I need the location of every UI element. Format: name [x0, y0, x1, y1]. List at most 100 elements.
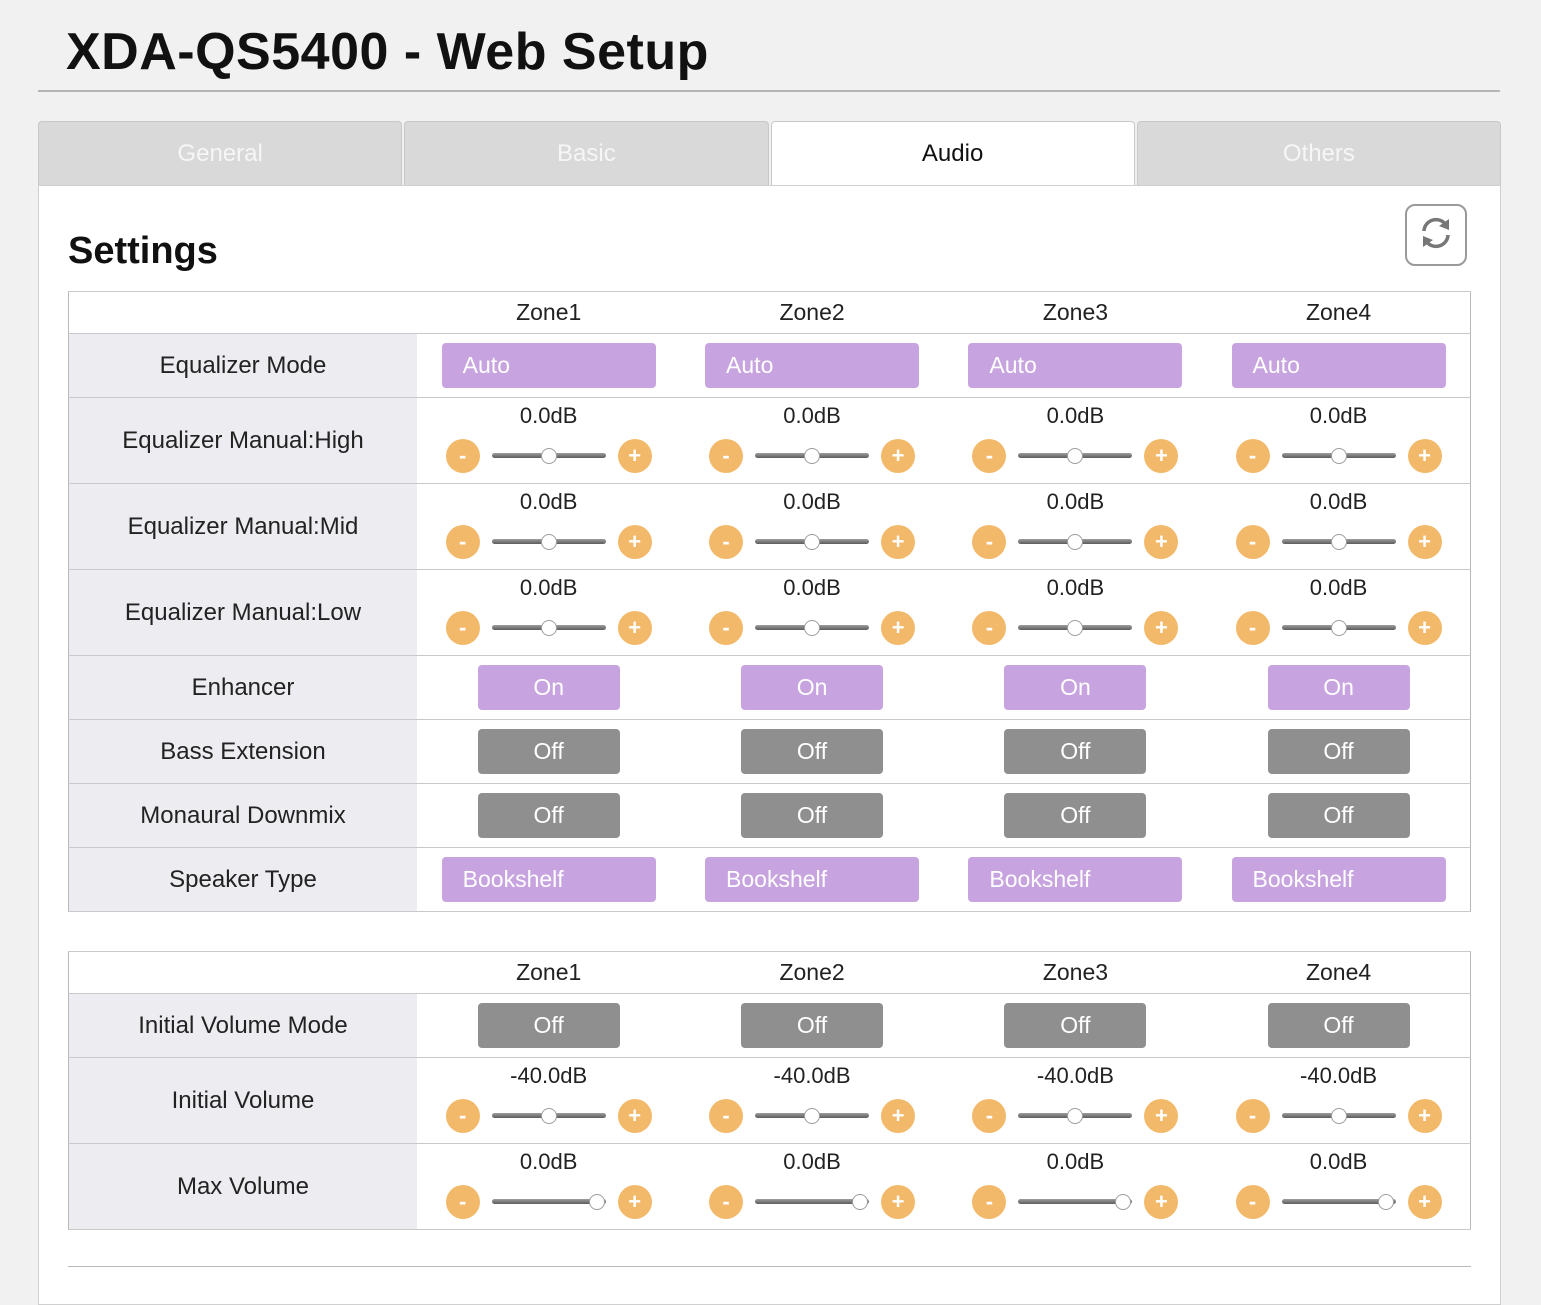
initial-volume-slider-zone2[interactable] [755, 1107, 870, 1124]
plus-button[interactable]: + [1144, 610, 1179, 645]
initial-volume-mode-toggle-zone4[interactable]: Off [1267, 1003, 1410, 1048]
slider-thumb[interactable] [540, 619, 557, 636]
minus-button[interactable]: - [709, 438, 744, 473]
monaural-downmix-toggle-zone3[interactable]: Off [1004, 793, 1147, 838]
plus-button[interactable]: + [1407, 1098, 1442, 1133]
enhancer-toggle-zone4[interactable]: On [1267, 665, 1410, 710]
plus-button[interactable]: + [617, 438, 652, 473]
bass-extension-toggle-zone1[interactable]: Off [477, 729, 620, 774]
slider-thumb[interactable] [804, 533, 821, 550]
slider-thumb[interactable] [1067, 447, 1084, 464]
initial-volume-mode-toggle-zone1[interactable]: Off [477, 1003, 620, 1048]
slider-thumb[interactable] [804, 447, 821, 464]
minus-button[interactable]: - [709, 1098, 744, 1133]
speaker-type-select-zone2[interactable]: Bookshelf [705, 857, 920, 902]
slider-thumb[interactable] [1115, 1193, 1132, 1210]
minus-button[interactable]: - [972, 524, 1007, 559]
plus-button[interactable]: + [881, 610, 916, 645]
plus-button[interactable]: + [881, 1098, 916, 1133]
initial-volume-mode-toggle-zone3[interactable]: Off [1004, 1003, 1147, 1048]
slider-thumb[interactable] [1330, 1107, 1347, 1124]
plus-button[interactable]: + [881, 1184, 916, 1219]
slider-thumb[interactable] [1330, 533, 1347, 550]
equalizer-manual-mid-slider-zone2[interactable] [755, 533, 870, 550]
minus-button[interactable]: - [1235, 1098, 1270, 1133]
equalizer-manual-high-slider-zone3[interactable] [1018, 447, 1133, 464]
slider-thumb[interactable] [588, 1193, 605, 1210]
minus-button[interactable]: - [972, 1184, 1007, 1219]
max-volume-slider-zone4[interactable] [1281, 1193, 1396, 1210]
slider-thumb[interactable] [1067, 533, 1084, 550]
equalizer-mode-select-zone2[interactable]: Auto [705, 343, 920, 388]
slider-thumb[interactable] [540, 1107, 557, 1124]
equalizer-mode-select-zone3[interactable]: Auto [968, 343, 1183, 388]
plus-button[interactable]: + [1407, 438, 1442, 473]
slider-thumb[interactable] [1330, 619, 1347, 636]
equalizer-mode-select-zone4[interactable]: Auto [1231, 343, 1446, 388]
slider-thumb[interactable] [1378, 1193, 1395, 1210]
slider-thumb[interactable] [540, 447, 557, 464]
refresh-button[interactable] [1405, 204, 1467, 266]
monaural-downmix-toggle-zone4[interactable]: Off [1267, 793, 1410, 838]
plus-button[interactable]: + [617, 1098, 652, 1133]
plus-button[interactable]: + [1144, 1098, 1179, 1133]
plus-button[interactable]: + [1407, 1184, 1442, 1219]
minus-button[interactable]: - [1235, 1184, 1270, 1219]
tab-audio[interactable]: Audio [770, 121, 1135, 185]
minus-button[interactable]: - [445, 438, 480, 473]
minus-button[interactable]: - [1235, 610, 1270, 645]
bass-extension-toggle-zone2[interactable]: Off [741, 729, 884, 774]
enhancer-toggle-zone3[interactable]: On [1004, 665, 1147, 710]
equalizer-manual-mid-slider-zone3[interactable] [1018, 533, 1133, 550]
slider-thumb[interactable] [1067, 1107, 1084, 1124]
equalizer-mode-select-zone1[interactable]: Auto [441, 343, 656, 388]
tab-others[interactable]: Others [1136, 121, 1501, 185]
plus-button[interactable]: + [1144, 524, 1179, 559]
equalizer-manual-low-slider-zone3[interactable] [1018, 619, 1133, 636]
slider-thumb[interactable] [1067, 619, 1084, 636]
monaural-downmix-toggle-zone2[interactable]: Off [741, 793, 884, 838]
plus-button[interactable]: + [1144, 1184, 1179, 1219]
monaural-downmix-toggle-zone1[interactable]: Off [477, 793, 620, 838]
equalizer-manual-high-slider-zone4[interactable] [1281, 447, 1396, 464]
minus-button[interactable]: - [445, 1184, 480, 1219]
minus-button[interactable]: - [445, 610, 480, 645]
initial-volume-slider-zone4[interactable] [1281, 1107, 1396, 1124]
max-volume-slider-zone2[interactable] [755, 1193, 870, 1210]
speaker-type-select-zone3[interactable]: Bookshelf [968, 857, 1183, 902]
minus-button[interactable]: - [972, 438, 1007, 473]
plus-button[interactable]: + [617, 1184, 652, 1219]
minus-button[interactable]: - [709, 524, 744, 559]
bass-extension-toggle-zone3[interactable]: Off [1004, 729, 1147, 774]
plus-button[interactable]: + [1144, 438, 1179, 473]
minus-button[interactable]: - [1235, 438, 1270, 473]
minus-button[interactable]: - [445, 524, 480, 559]
speaker-type-select-zone4[interactable]: Bookshelf [1231, 857, 1446, 902]
slider-thumb[interactable] [804, 1107, 821, 1124]
equalizer-manual-low-slider-zone4[interactable] [1281, 619, 1396, 636]
equalizer-manual-high-slider-zone2[interactable] [755, 447, 870, 464]
minus-button[interactable]: - [972, 1098, 1007, 1133]
slider-thumb[interactable] [540, 533, 557, 550]
equalizer-manual-mid-slider-zone1[interactable] [491, 533, 606, 550]
initial-volume-mode-toggle-zone2[interactable]: Off [741, 1003, 884, 1048]
equalizer-manual-low-slider-zone1[interactable] [491, 619, 606, 636]
plus-button[interactable]: + [1407, 610, 1442, 645]
equalizer-manual-mid-slider-zone4[interactable] [1281, 533, 1396, 550]
enhancer-toggle-zone2[interactable]: On [741, 665, 884, 710]
tab-general[interactable]: General [38, 121, 403, 185]
initial-volume-slider-zone3[interactable] [1018, 1107, 1133, 1124]
enhancer-toggle-zone1[interactable]: On [477, 665, 620, 710]
slider-thumb[interactable] [851, 1193, 868, 1210]
minus-button[interactable]: - [1235, 524, 1270, 559]
speaker-type-select-zone1[interactable]: Bookshelf [441, 857, 656, 902]
plus-button[interactable]: + [617, 610, 652, 645]
equalizer-manual-high-slider-zone1[interactable] [491, 447, 606, 464]
plus-button[interactable]: + [881, 438, 916, 473]
plus-button[interactable]: + [881, 524, 916, 559]
slider-thumb[interactable] [804, 619, 821, 636]
equalizer-manual-low-slider-zone2[interactable] [755, 619, 870, 636]
plus-button[interactable]: + [617, 524, 652, 559]
minus-button[interactable]: - [709, 610, 744, 645]
initial-volume-slider-zone1[interactable] [491, 1107, 606, 1124]
